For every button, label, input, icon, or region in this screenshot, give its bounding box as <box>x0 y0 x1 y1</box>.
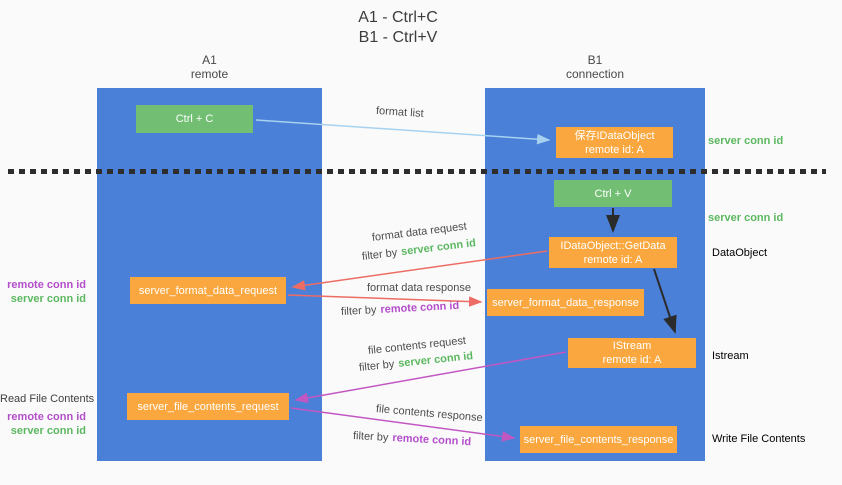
left-conn-ids-format: remote conn id server conn id <box>0 278 86 306</box>
node-getdata-line1: IDataObject::GetData <box>560 239 666 252</box>
remote-conn-id-text: remote conn id <box>380 299 460 316</box>
server-conn-id-text: server conn id <box>397 350 474 370</box>
node-istream-line1: IStream <box>612 340 652 352</box>
column-header-a1: A1 remote <box>97 53 322 81</box>
node-server-format-data-response-label: server_format_data_response <box>492 296 639 309</box>
right-server-conn-id-1: server conn id <box>708 135 784 147</box>
diagram-title: A1 - Ctrl+C B1 - Ctrl+V <box>298 8 498 48</box>
left-file-contents-group: Read File Contents remote conn id server… <box>0 392 95 438</box>
column-b1-name: B1 <box>587 53 603 67</box>
node-ctrl-c: Ctrl + C <box>136 105 253 133</box>
server-conn-id-text: server conn id <box>10 425 86 437</box>
filter-by-text: filter by <box>352 430 389 444</box>
node-server-format-data-request-label: server_format_data_request <box>138 284 278 297</box>
right-server-conn-id-2: server conn id <box>708 212 784 224</box>
node-save-idataobject-line1: 保存IDataObject <box>574 129 655 142</box>
remote-conn-id-text: remote conn id <box>392 432 472 449</box>
label-format-data-response: format data response <box>367 282 471 294</box>
remote-conn-id-text: remote conn id <box>7 279 86 291</box>
read-file-contents-label: Read File Contents <box>0 393 95 405</box>
column-a1-subtitle: remote <box>190 67 229 81</box>
server-conn-id-text: server conn id <box>10 293 86 305</box>
node-server-format-data-response: server_format_data_response <box>487 289 644 316</box>
node-save-idataobject: 保存IDataObject remote id: A <box>556 127 673 158</box>
column-header-b1: B1 connection <box>485 53 705 81</box>
node-server-file-contents-response: server_file_contents_response <box>520 426 677 453</box>
server-conn-id-text: server conn id <box>400 237 477 259</box>
node-istream-line2: remote id: A <box>602 354 662 366</box>
dataobject-label: DataObject <box>712 247 768 259</box>
node-server-file-contents-request: server_file_contents_request <box>127 393 289 420</box>
node-idataobject-getdata: IDataObject::GetData remote id: A <box>549 237 677 268</box>
column-b1-subtitle: connection <box>565 67 625 81</box>
dotted-divider-line <box>8 169 826 174</box>
title-line-1: A1 - Ctrl+C <box>358 9 438 26</box>
remote-conn-id-text: remote conn id <box>7 411 86 423</box>
filter-by-text: filter by <box>358 358 395 374</box>
filter-by-text: filter by <box>361 246 398 263</box>
node-ctrl-v-label: Ctrl + V <box>594 187 632 200</box>
node-ctrl-v: Ctrl + V <box>554 180 672 207</box>
label-format-list: format list <box>375 105 424 120</box>
filter-by-text: filter by <box>340 304 377 318</box>
node-save-idataobject-line2: remote id: A <box>585 143 644 156</box>
istream-label: Istream <box>712 350 749 362</box>
node-server-file-contents-request-label: server_file_contents_request <box>137 400 279 413</box>
node-getdata-line2: remote id: A <box>583 253 643 266</box>
title-line-2: B1 - Ctrl+V <box>358 29 438 46</box>
node-server-file-contents-response-label: server_file_contents_response <box>523 433 674 446</box>
label-file-contents-response: file contents response <box>375 403 484 425</box>
node-istream: IStream remote id: A <box>568 338 696 368</box>
node-server-format-data-request: server_format_data_request <box>130 277 286 304</box>
node-ctrl-c-label: Ctrl + C <box>175 113 214 125</box>
column-a1-name: A1 <box>202 53 217 67</box>
write-file-contents-label: Write File Contents <box>712 433 806 445</box>
